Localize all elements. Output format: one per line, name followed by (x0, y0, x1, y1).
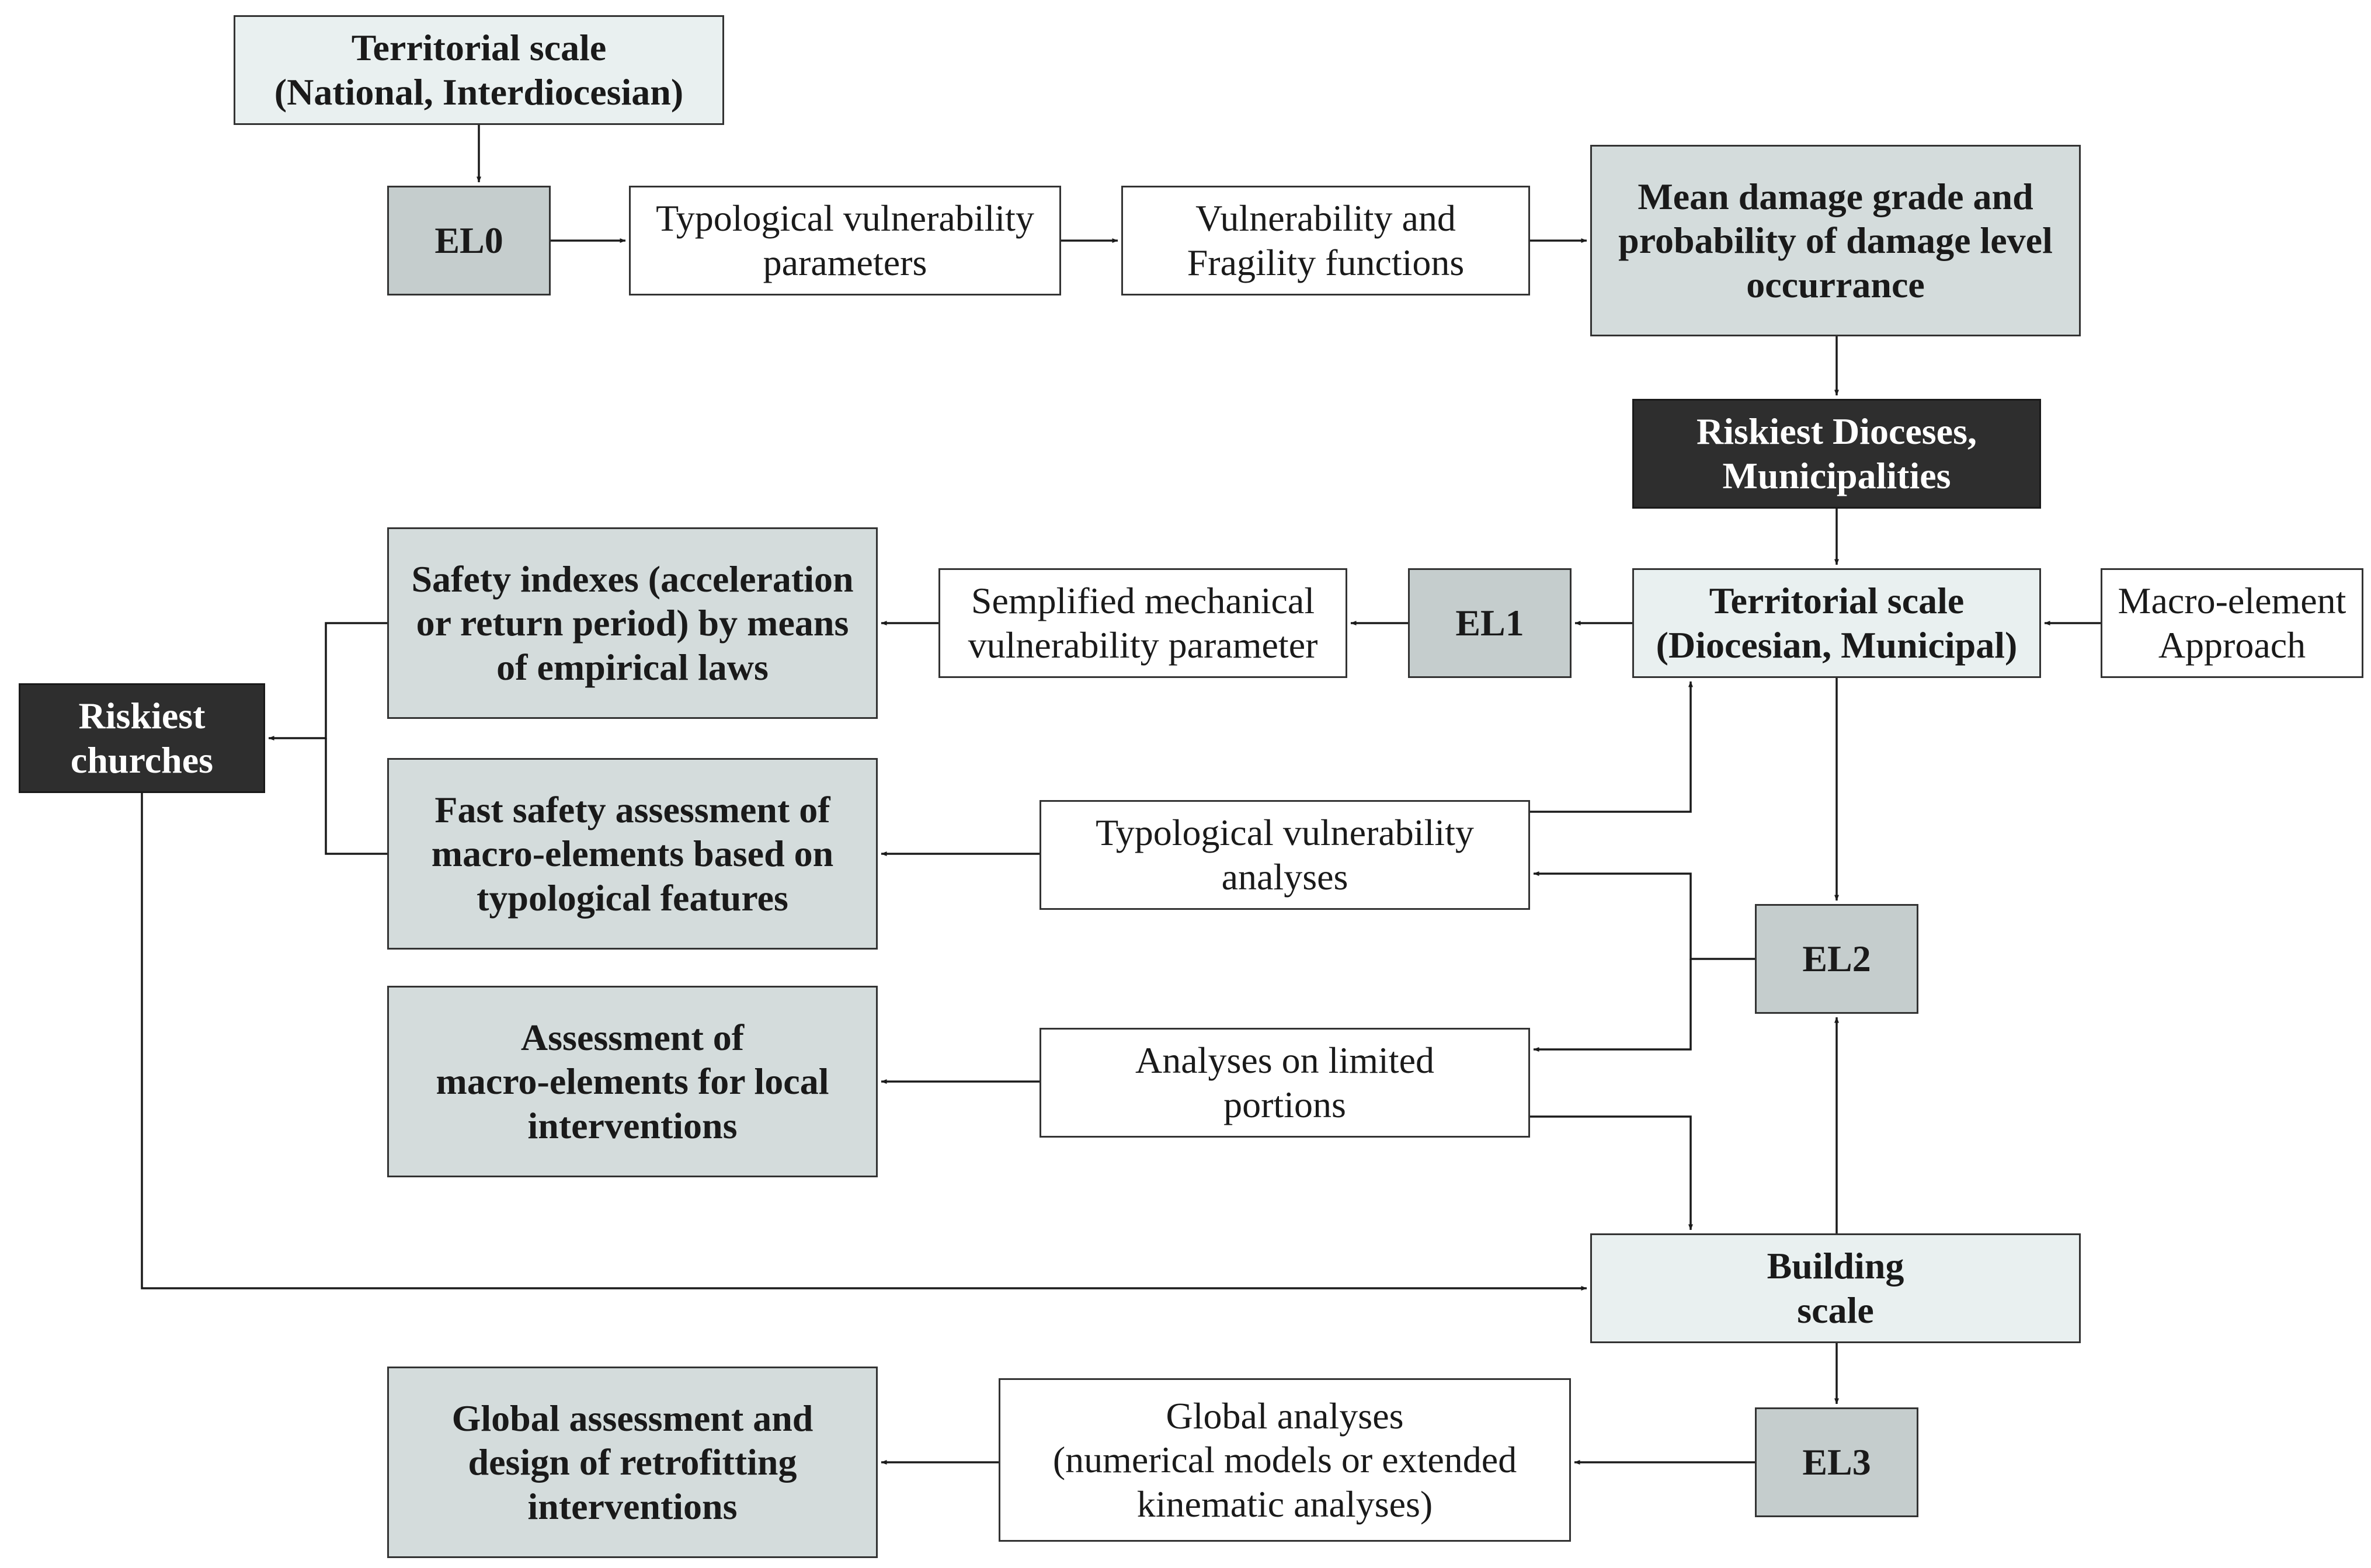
global-analyses-label: Global analyses (numerical models or ext… (1052, 1395, 1517, 1525)
territorial-scale-diocesan-label: Territorial scale (Diocesian, Municipal) (1656, 580, 2018, 666)
el3-box: EL3 (1755, 1407, 1918, 1517)
arrow-el2-to-typ-vuln-analyses (1533, 871, 1755, 960)
safety-indexes-label: Safety indexes (acceleration or return p… (411, 558, 854, 688)
territorial-scale-national-box: Territorial scale (National, Interdioces… (234, 15, 724, 125)
semplified-mechanical-parameter-label: Semplified mechanical vulnerability para… (968, 580, 1318, 666)
vulnerability-fragility-functions-box: Vulnerability and Fragility functions (1121, 186, 1530, 295)
analyses-limited-portions-box: Analyses on limited portions (1040, 1028, 1530, 1138)
arrow-typ-vuln-analyses-to-territorial-diocesan (1530, 681, 1693, 813)
macro-element-approach-box: Macro-element Approach (2101, 568, 2363, 678)
el3-label: EL3 (1802, 1441, 1871, 1483)
typological-vulnerability-parameters-label: Typological vulnerability parameters (656, 197, 1034, 283)
arrow-el2-to-analyses-limited (1533, 959, 1692, 1052)
fast-safety-assessment-label: Fast safety assessment of macro-elements… (431, 788, 834, 919)
territorial-scale-national-label: Territorial scale (National, Interdioces… (274, 27, 684, 113)
el2-box: EL2 (1755, 904, 1918, 1014)
arrow-analyses-limited-to-building-scale (1530, 1115, 1693, 1230)
mean-damage-grade-box: Mean damage grade and probability of dam… (1590, 145, 2081, 336)
assessment-local-interventions-label: Assessment of macro-elements for local i… (436, 1016, 829, 1146)
typological-vulnerability-analyses-box: Typological vulnerability analyses (1040, 800, 1530, 910)
el2-label: EL2 (1802, 938, 1871, 980)
global-analyses-box: Global analyses (numerical models or ext… (999, 1378, 1571, 1542)
fast-safety-assessment-box: Fast safety assessment of macro-elements… (387, 758, 878, 950)
safety-indexes-box: Safety indexes (acceleration or return p… (387, 527, 878, 719)
el0-label: EL0 (434, 220, 503, 262)
assessment-local-interventions-box: Assessment of macro-elements for local i… (387, 986, 878, 1177)
building-scale-label: Building scale (1767, 1245, 1904, 1331)
typological-vulnerability-analyses-label: Typological vulnerability analyses (1096, 812, 1474, 898)
el0-box: EL0 (387, 186, 551, 295)
arrow-riskiest-churches-to-building-scale (141, 793, 1587, 1291)
building-scale-box: Building scale (1590, 1233, 2081, 1343)
riskiest-dioceses-box: Riskiest Dioceses, Municipalities (1632, 399, 2041, 509)
mean-damage-grade-label: Mean damage grade and probability of dam… (1618, 175, 2053, 305)
typological-vulnerability-parameters-box: Typological vulnerability parameters (629, 186, 1061, 295)
territorial-scale-diocesan-box: Territorial scale (Diocesian, Municipal) (1632, 568, 2041, 678)
analyses-limited-portions-label: Analyses on limited portions (1135, 1039, 1434, 1125)
semplified-mechanical-parameter-box: Semplified mechanical vulnerability para… (938, 568, 1347, 678)
macro-element-approach-label: Macro-element Approach (2118, 580, 2346, 666)
riskiest-churches-box: Riskiest churches (19, 683, 265, 793)
riskiest-churches-label: Riskiest churches (70, 695, 214, 781)
global-assessment-label: Global assessment and design of retrofit… (451, 1397, 813, 1527)
global-assessment-box: Global assessment and design of retrofit… (387, 1367, 878, 1558)
arrow-fast-safety-to-riskiest-churches (325, 738, 387, 855)
el1-box: EL1 (1408, 568, 1572, 678)
riskiest-dioceses-label: Riskiest Dioceses, Municipalities (1696, 411, 1977, 496)
vulnerability-fragility-functions-label: Vulnerability and Fragility functions (1187, 197, 1465, 283)
arrow-safety-indexes-to-riskiest-churches (268, 622, 387, 740)
el1-label: EL1 (1455, 602, 1524, 644)
